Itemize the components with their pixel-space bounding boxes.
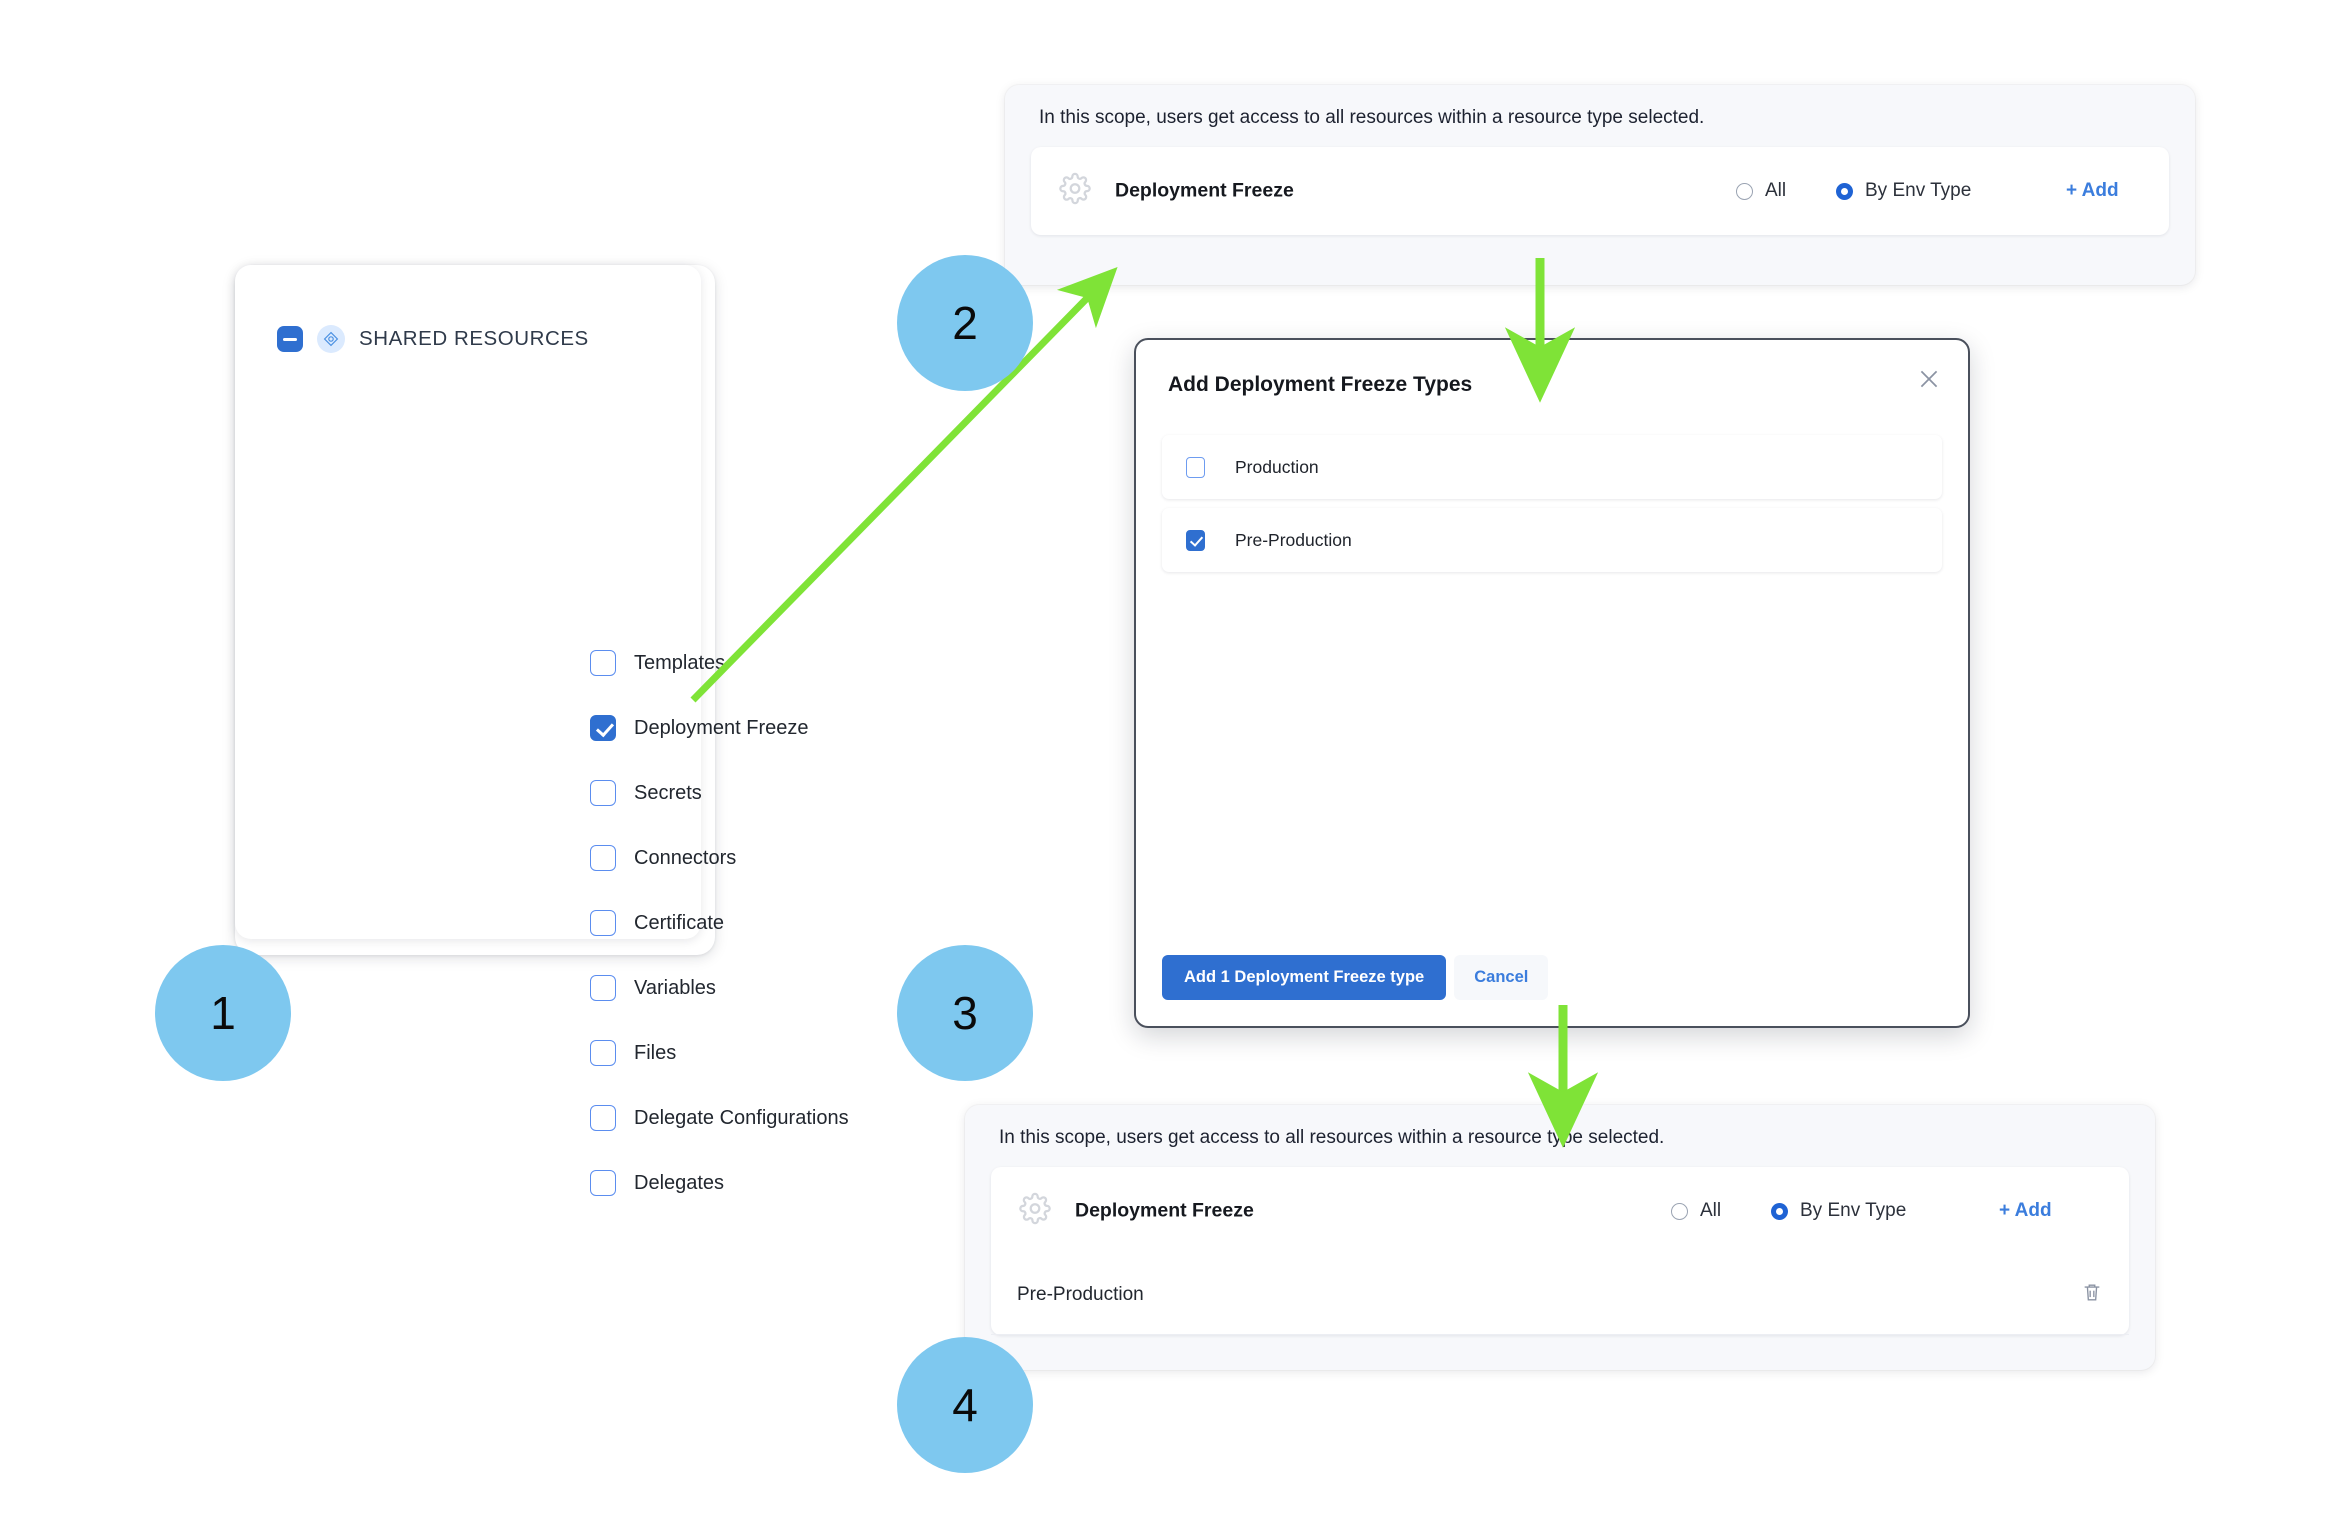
scope-card-after: Deployment Freeze All By Env Type + Add …: [991, 1167, 2129, 1335]
resource-item-label: Secrets: [634, 781, 702, 804]
shared-resources-header[interactable]: SHARED RESOURCES: [277, 325, 589, 353]
radio-all-indicator-after[interactable]: [1671, 1202, 1688, 1220]
resource-checkbox-deployment-freeze[interactable]: [590, 715, 616, 741]
resource-item-connectors[interactable]: Connectors: [590, 845, 736, 871]
env-type-name: Pre-Production: [1017, 1283, 1144, 1305]
radio-all-indicator-before[interactable]: [1736, 182, 1753, 200]
option-label-pre-production: Pre-Production: [1235, 529, 1352, 550]
radio-all-after[interactable]: All: [1671, 1200, 1721, 1222]
scope-resource-title-before: Deployment Freeze: [1115, 179, 1294, 202]
option-row-production[interactable]: Production: [1162, 435, 1942, 499]
scope-resource-row-before: Deployment Freeze All By Env Type + Add: [1031, 147, 2169, 235]
radio-all-label-before: All: [1765, 180, 1787, 201]
resource-item-deployment-freeze[interactable]: Deployment Freeze: [590, 715, 809, 741]
add-deployment-freeze-types-modal: Add Deployment Freeze Types Production P…: [1134, 338, 1970, 1028]
gear-icon: [1019, 1192, 1051, 1230]
radio-env-type-indicator-before[interactable]: [1836, 182, 1853, 200]
resource-item-label: Files: [634, 1041, 677, 1064]
shared-resources-checkbox[interactable]: [277, 326, 303, 352]
resource-checkbox-delegate-configurations[interactable]: [590, 1105, 616, 1131]
add-link-before[interactable]: + Add: [2066, 180, 2119, 201]
resource-checkbox-certificate[interactable]: [590, 910, 616, 936]
shared-resources-label: SHARED RESOURCES: [359, 327, 589, 350]
resource-item-label: Connectors: [634, 846, 737, 869]
modal-footer: Add 1 Deployment Freeze type Cancel: [1162, 955, 1549, 1000]
resource-item-secrets[interactable]: Secrets: [590, 780, 702, 806]
resource-item-certificate[interactable]: Certificate: [590, 910, 724, 936]
resource-checkbox-delegates[interactable]: [590, 1170, 616, 1196]
resource-item-delegate-configurations[interactable]: Delegate Configurations: [590, 1105, 849, 1131]
radio-all-label-after: All: [1700, 1200, 1722, 1221]
resource-item-label: Delegate Configurations: [634, 1106, 849, 1129]
step-marker-1: 1: [155, 945, 291, 1081]
resource-checkbox-variables[interactable]: [590, 975, 616, 1001]
option-row-pre-production[interactable]: Pre-Production: [1162, 508, 1942, 572]
radio-all-before[interactable]: All: [1736, 180, 1786, 202]
add-link-after[interactable]: + Add: [1999, 1200, 2052, 1221]
scope-card-before: Deployment Freeze All By Env Type + Add: [1031, 147, 2169, 235]
step-marker-3: 3: [897, 945, 1033, 1081]
option-label-production: Production: [1235, 456, 1319, 477]
step-marker-4: 4: [897, 1337, 1033, 1473]
option-checkbox-production[interactable]: [1186, 456, 1205, 478]
resource-item-variables[interactable]: Variables: [590, 975, 716, 1001]
scope-panel-after: In this scope, users get access to all r…: [965, 1105, 2155, 1370]
scope-panel-before: In this scope, users get access to all r…: [1005, 85, 2195, 285]
resource-item-files[interactable]: Files: [590, 1040, 676, 1066]
resource-checkbox-files[interactable]: [590, 1040, 616, 1066]
resource-diamond-icon: [317, 325, 345, 353]
cancel-button[interactable]: Cancel: [1454, 955, 1549, 1000]
resource-item-delegates[interactable]: Delegates: [590, 1170, 724, 1196]
radio-env-type-label-after: By Env Type: [1800, 1200, 1907, 1221]
close-icon[interactable]: [1916, 366, 1942, 392]
env-type-row: Pre-Production: [991, 1255, 2129, 1335]
scope-resource-row-after: Deployment Freeze All By Env Type + Add: [991, 1167, 2129, 1255]
trash-icon[interactable]: [2081, 1281, 2103, 1308]
scope-note-before: In this scope, users get access to all r…: [1039, 107, 1705, 128]
option-checkbox-pre-production[interactable]: [1186, 529, 1205, 551]
gear-icon: [1059, 172, 1091, 210]
radio-env-type-label-before: By Env Type: [1865, 180, 1972, 201]
scope-resource-title-after: Deployment Freeze: [1075, 1199, 1254, 1222]
resource-item-label: Deployment Freeze: [634, 716, 809, 739]
resource-item-label: Certificate: [634, 911, 725, 934]
scope-note-after: In this scope, users get access to all r…: [999, 1127, 1665, 1148]
radio-env-type-after[interactable]: By Env Type: [1771, 1200, 1906, 1222]
radio-env-type-before[interactable]: By Env Type: [1836, 180, 1971, 202]
resource-checkbox-secrets[interactable]: [590, 780, 616, 806]
resource-item-templates[interactable]: Templates: [590, 650, 725, 676]
resource-item-label: Variables: [634, 976, 716, 999]
resource-checkbox-connectors[interactable]: [590, 845, 616, 871]
radio-env-type-indicator-after[interactable]: [1771, 1202, 1788, 1220]
add-deployment-freeze-type-button[interactable]: Add 1 Deployment Freeze type: [1162, 955, 1447, 1000]
resource-item-label: Delegates: [634, 1171, 725, 1194]
arrow-1-to-2: [690, 267, 1118, 703]
resource-checkbox-templates[interactable]: [590, 650, 616, 676]
modal-title: Add Deployment Freeze Types: [1168, 373, 1473, 396]
resource-item-label: Templates: [634, 651, 726, 674]
step-marker-2: 2: [897, 255, 1033, 391]
